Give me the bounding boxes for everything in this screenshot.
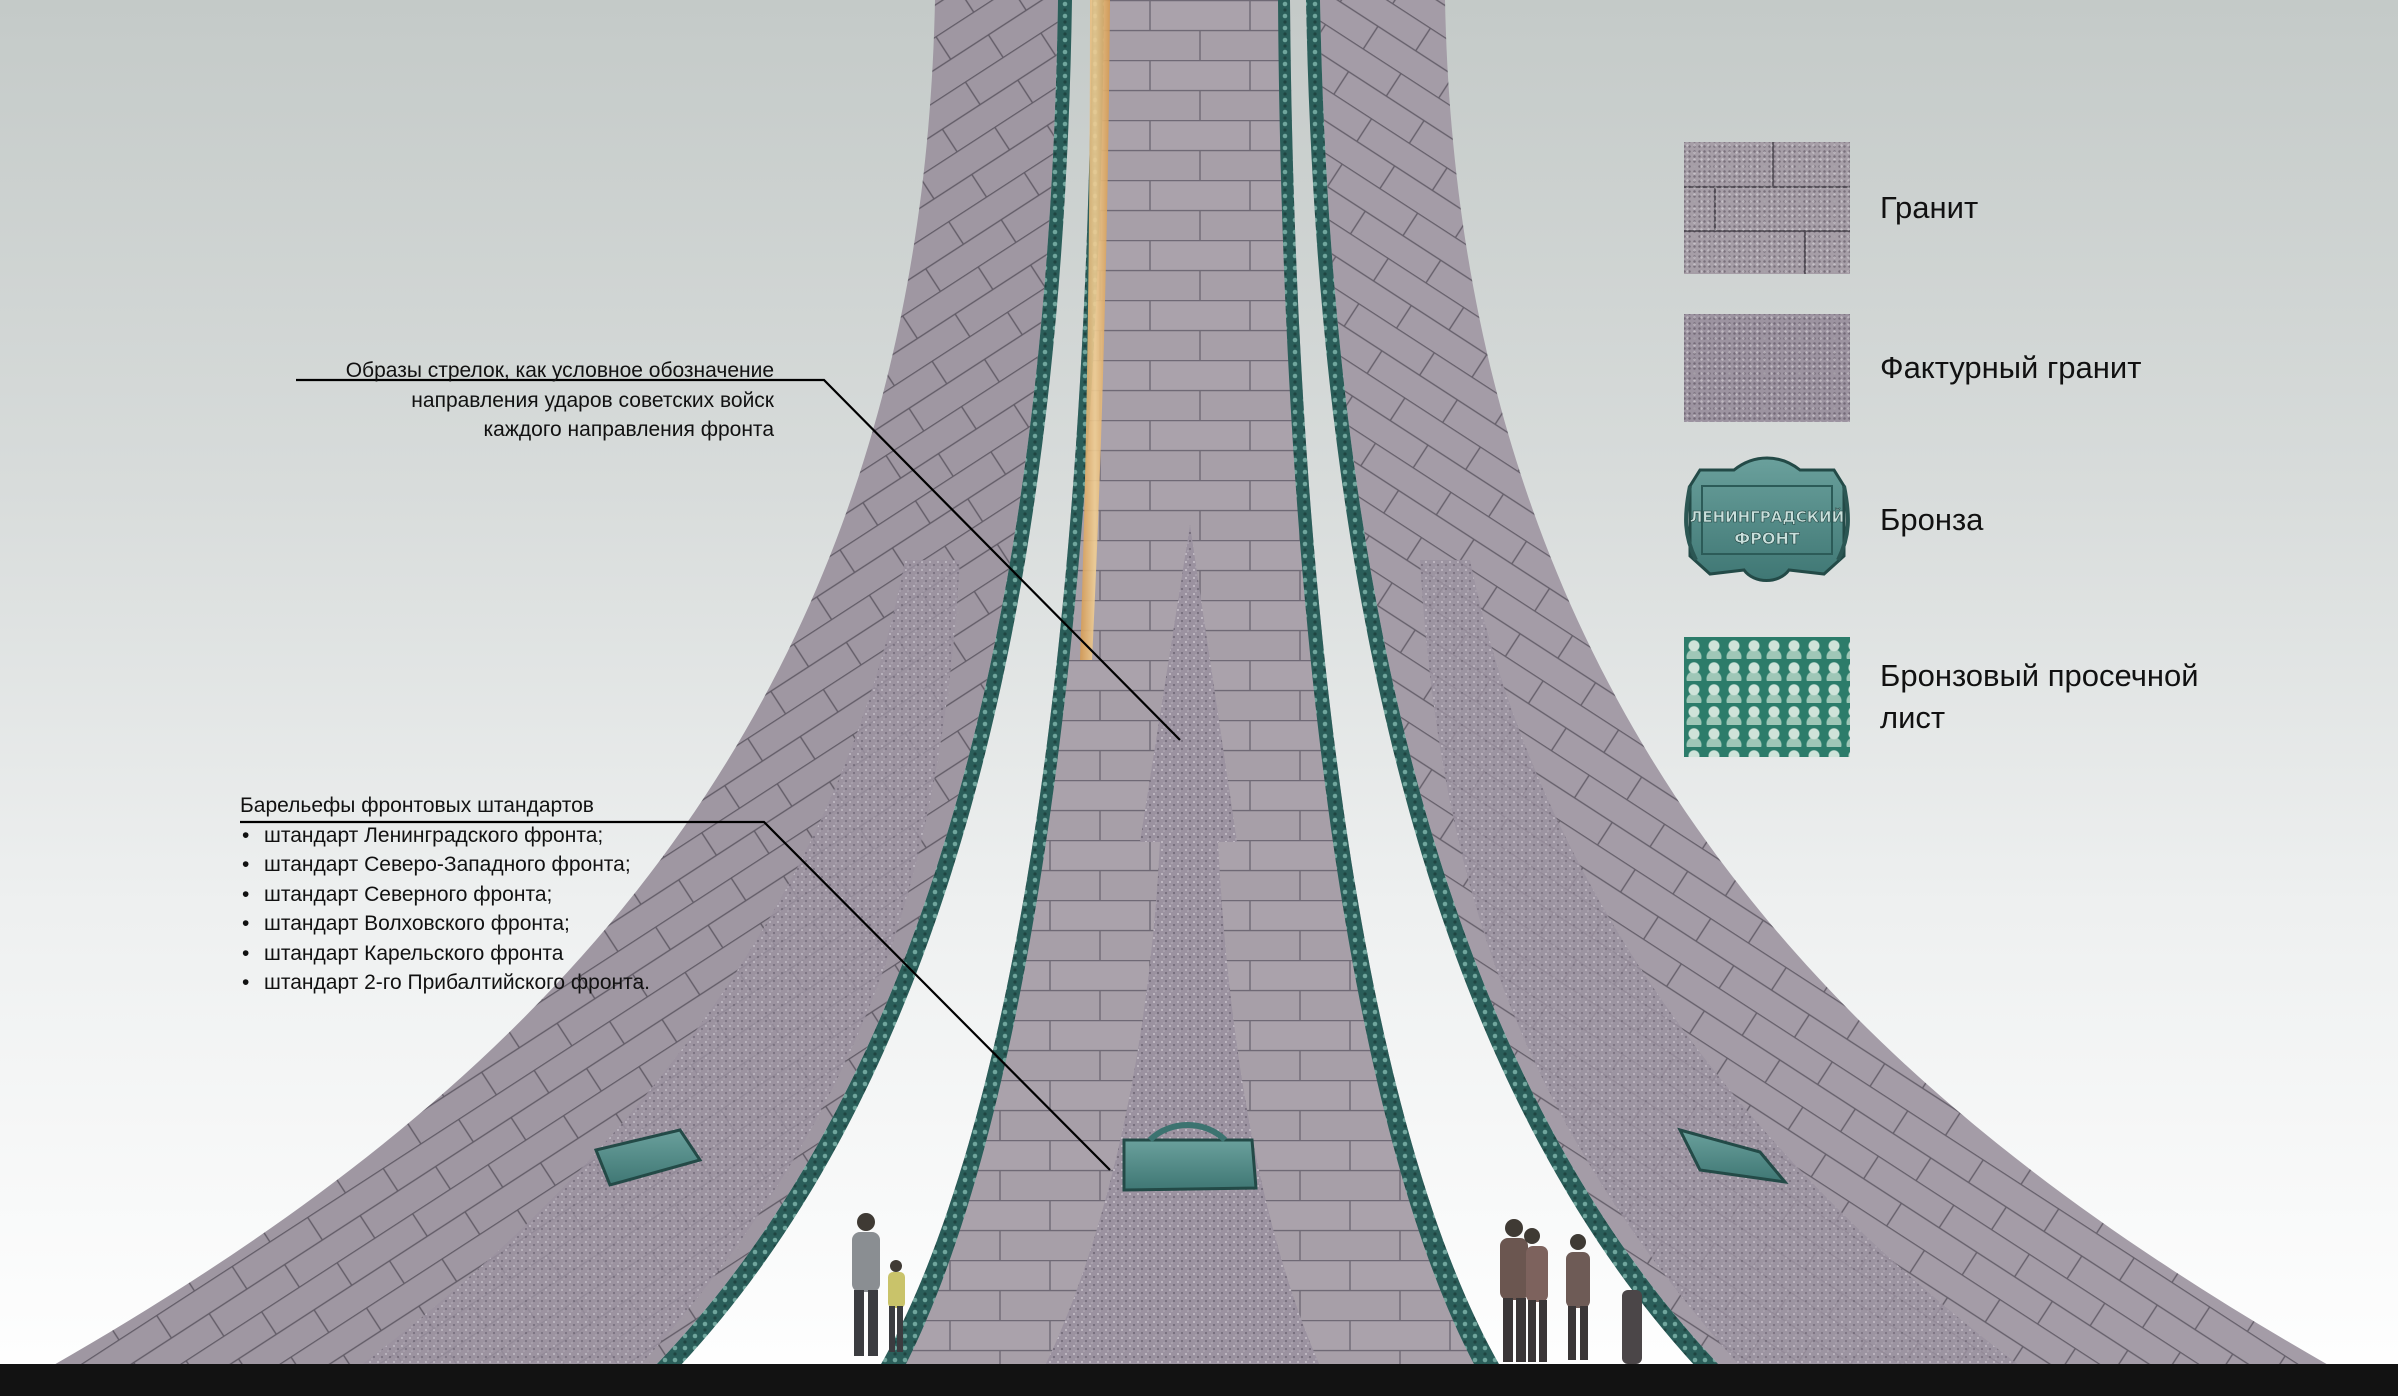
callout-arrow-images: Образы стрелок, как условное обозначение… [200,356,774,445]
callout-arrow-line-2: направления ударов советских войск [411,388,774,412]
legend-label-granite: Гранит [1880,190,1979,225]
legend-item-bronze-mesh: Бронзовый просечной лист [1684,637,2260,757]
ground-line [0,1364,2398,1396]
callout-front-banners: Барельефы фронтовых штандартов штандарт … [240,791,760,998]
legend-item-textured-granite: Фактурный гранит [1684,314,2260,422]
left-wing [52,0,1072,1366]
bronze-plaque-center [1122,1122,1258,1192]
bronze-plaque-right [1677,1127,1789,1185]
plaque-text-line-2: ФРОНТ [1734,529,1800,548]
banner-list: штандарт Ленинградского фронта; штандарт… [240,821,760,998]
legend-item-granite: Гранит [1684,142,2260,274]
right-wing [1306,0,2330,1366]
banner-list-item: штандарт 2-го Прибалтийского фронта. [240,968,760,998]
legend-label-bronze-mesh: Бронзовый просечной лист [1880,658,2199,735]
people-silhouettes [852,1213,1642,1364]
bronze-mesh-swatch [1684,637,1850,757]
bronze-plaque-left [593,1128,703,1187]
textured-granite-swatch [1684,314,1850,422]
callout-arrow-line-3: каждого направления фронта [483,418,774,441]
legend-label-bronze: Бронза [1880,502,1984,537]
bronze-plaque-swatch: ЛЕНИНГРАДСКИЙ ФРОНТ [1684,456,1850,584]
banner-list-item: штандарт Карельского фронта [240,939,760,969]
plaque-text-line-1: ЛЕНИНГРАДСКИЙ [1690,507,1844,526]
legend-item-bronze: ЛЕНИНГРАДСКИЙ ФРОНТ Бронза [1684,456,2260,584]
banner-list-item: штандарт Северного фронта; [240,880,760,910]
granite-swatch [1684,142,1850,274]
callout-arrow-line-1: Образы стрелок, как условное обозначение [345,359,774,382]
banner-list-item: штандарт Волховского фронта; [240,909,760,939]
legend-label-textured-granite: Фактурный гранит [1880,350,2142,385]
callout-banners-title: Барельефы фронтовых штандартов [240,794,594,817]
banner-list-item: штандарт Северо-Западного фронта; [240,850,760,880]
banner-list-item: штандарт Ленинградского фронта; [240,821,760,851]
